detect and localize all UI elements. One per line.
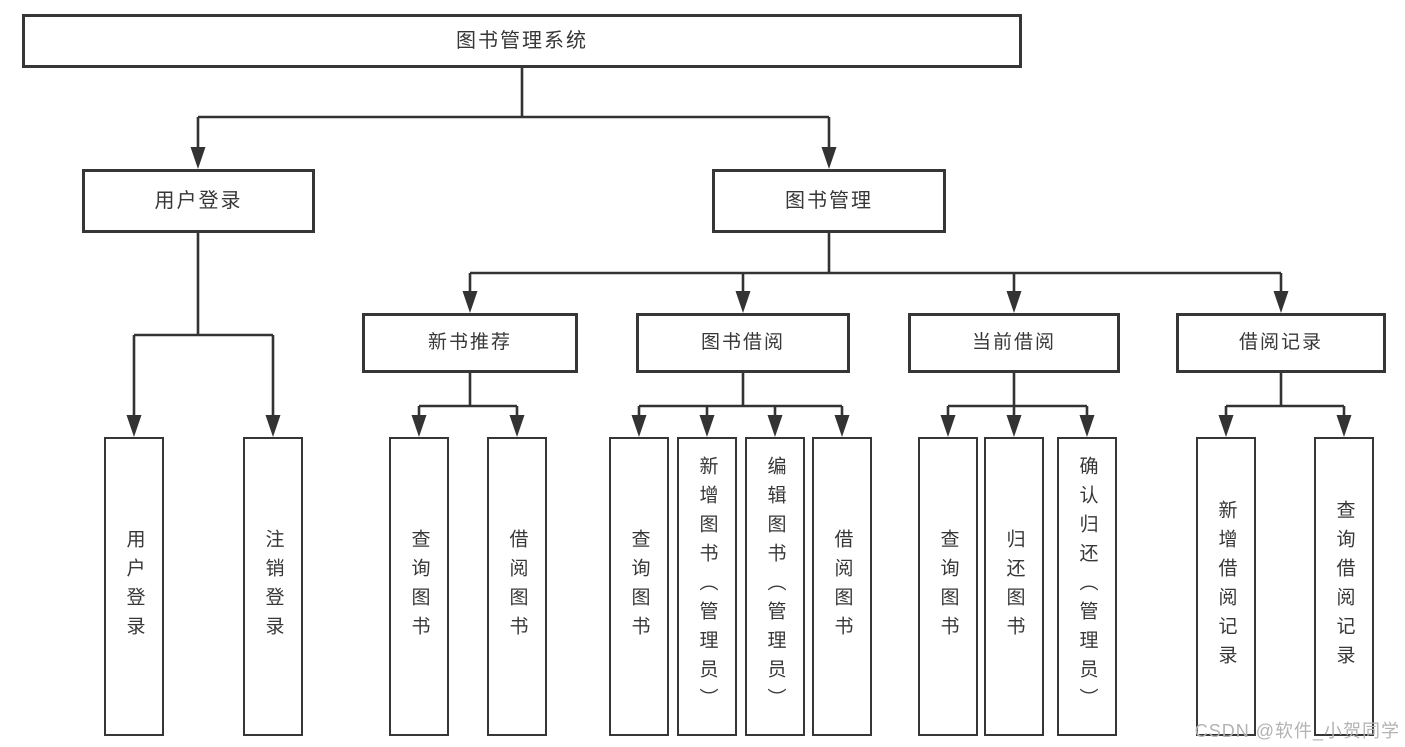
node-current-borrowing: 当前借阅 [908,313,1120,373]
arrow-down-icon [190,147,206,169]
leaf-borrow-add-books-admin: 新增图书（管理员） [677,437,737,736]
arrow-down-icon [735,291,751,313]
leaf-logout: 注销登录 [243,437,303,736]
connector-bookmgmt-to-level3 [462,233,1289,313]
connector-newbooks-to-leaves [411,373,525,437]
arrow-down-icon [631,415,647,437]
arrow-down-icon [940,415,956,437]
node-borrowing-records: 借阅记录 [1176,313,1386,373]
leaf-records-add-record: 新增借阅记录 [1196,437,1256,736]
arrow-down-icon [1006,415,1022,437]
arrow-down-icon [821,147,837,169]
leaf-records-query-record: 查询借阅记录 [1314,437,1374,736]
leaf-current-confirm-return-admin: 确认归还（管理员） [1057,437,1117,736]
arrow-down-icon [126,415,142,437]
node-user-login: 用户登录 [82,169,315,233]
leaf-newbooks-query-books: 查询图书 [389,437,449,736]
leaf-borrow-edit-books-admin: 编辑图书（管理员） [745,437,805,736]
leaf-borrow-borrow-books: 借阅图书 [812,437,872,736]
connector-root-to-level2 [190,68,837,169]
leaf-user-login: 用户登录 [104,437,164,736]
leaf-current-return-books: 归还图书 [984,437,1044,736]
connector-userlogin-to-leaves [126,233,281,437]
leaf-borrow-query-books: 查询图书 [609,437,669,736]
node-new-book-recommendation: 新书推荐 [362,313,578,373]
arrow-down-icon [1079,415,1095,437]
arrow-down-icon [1218,415,1234,437]
arrow-down-icon [767,415,783,437]
leaf-newbooks-borrow-books: 借阅图书 [487,437,547,736]
arrow-down-icon [1273,291,1289,313]
node-book-borrowing: 图书借阅 [636,313,850,373]
arrow-down-icon [462,291,478,313]
connector-records-to-leaves [1218,373,1352,437]
arrow-down-icon [1006,291,1022,313]
arrow-down-icon [699,415,715,437]
node-root-system-title: 图书管理系统 [22,14,1022,68]
connector-bookborrow-to-leaves [631,373,850,437]
arrow-down-icon [265,415,281,437]
arrow-down-icon [1336,415,1352,437]
node-book-management: 图书管理 [712,169,946,233]
csdn-watermark: CSDN @软件_小贺同学 [1194,721,1400,741]
leaf-current-query-books: 查询图书 [918,437,978,736]
connector-currentborrow-to-leaves [940,373,1095,437]
arrow-down-icon [411,415,427,437]
arrow-down-icon [509,415,525,437]
arrow-down-icon [834,415,850,437]
